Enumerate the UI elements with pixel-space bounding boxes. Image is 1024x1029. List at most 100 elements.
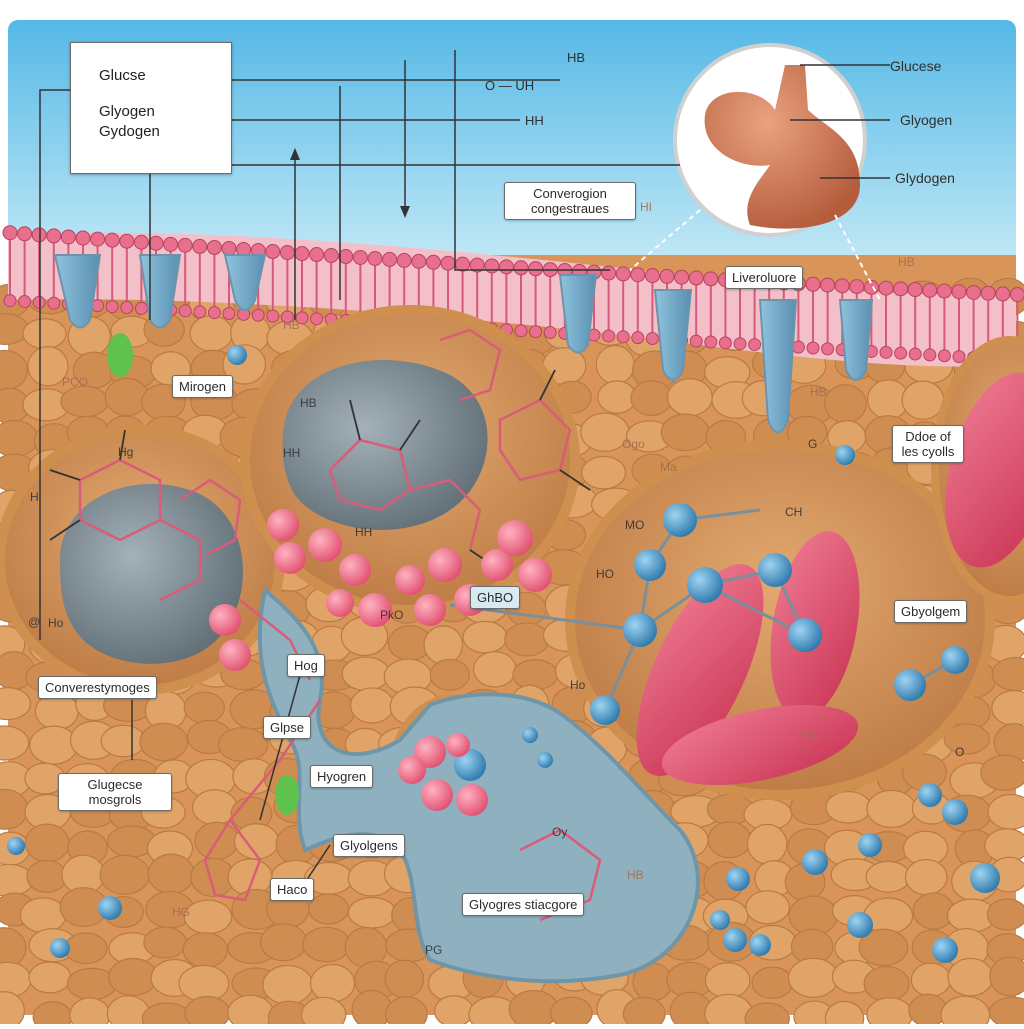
glycogen-granule-left [60,483,243,664]
pink-molecule [326,589,354,617]
tissue-cell [309,963,356,1003]
membrane-head [951,284,967,300]
blue-molecule [454,749,486,781]
membrane-head [352,249,368,265]
tissue-cell [143,926,188,959]
tissue-cell [824,384,867,424]
tissue-cell [349,687,395,724]
membrane-head [952,350,966,364]
tissue-cell [472,651,517,688]
blue-molecule [932,937,958,963]
chem-ho: Ho [48,616,64,630]
tissue-cell [302,926,351,963]
blue-molecule [537,752,553,768]
tissue-cell [384,959,425,999]
blue-molecule [623,613,657,647]
membrane-head [119,233,135,249]
membrane-head [104,232,120,248]
membrane-head [644,268,660,284]
membrane-head [806,341,820,355]
chem-hh-center: HH [355,525,373,539]
membrane-head [630,267,646,283]
membrane-head [3,294,17,308]
tissue-cell [184,995,231,1029]
tissue-cell [227,994,274,1029]
membrane-head [251,308,265,322]
tissue-cell [746,823,788,865]
blue-molecule [687,567,723,603]
membrane-head [222,307,236,321]
tissue-cell [866,789,917,829]
pink-molecule [358,593,392,627]
tissue-cell [595,344,635,385]
membrane-head [484,258,500,274]
blue-molecule [522,727,538,743]
tissue-cell [29,725,79,765]
tissue-cell [259,923,308,962]
tissue-cell [423,625,464,665]
glpse-label: Glpse [263,716,311,739]
membrane-head [133,234,149,250]
tissue-cell [751,966,794,999]
tissue-cell [217,727,269,763]
chem-ch: CH [785,505,803,519]
membrane-head [718,336,732,350]
stomach-label-glydogen: Glydogen [895,170,955,186]
chem-mo: MO [625,518,645,532]
tissue-cell [666,378,713,417]
membrane-head [615,266,631,282]
membrane-head [528,261,544,277]
membrane-head [907,282,923,298]
membrane-head [178,304,192,318]
membrane-head [894,346,908,360]
tissue-cell [824,1000,865,1029]
chem-o-right: O [955,745,965,759]
tissue-cell [0,725,30,761]
membrane-head [309,247,325,263]
tissue-cell [27,346,69,387]
membrane-head [266,309,280,323]
tissue-cell [508,989,559,1029]
membrane-head [207,306,221,320]
tissue-cell [865,860,911,893]
blue-molecule [970,863,1000,893]
blue-molecule [227,345,247,365]
muscle-fiber-1 [636,564,764,776]
blue-molecule [788,618,822,652]
membrane-head [177,237,193,253]
blue-molecule [918,783,942,807]
chem-no: HO [596,567,614,581]
tissue-cell [262,964,314,1005]
tissue-cell [64,932,108,965]
blue-molecule [726,867,750,891]
green-cell-2 [275,775,299,815]
tissue-cell [19,897,67,934]
membrane-head [440,255,456,271]
pink-molecule [267,509,299,541]
legend-glydogen: Gydogen [99,123,160,140]
tissue-cell [630,380,673,417]
stomach-icon [704,65,860,229]
membrane-head [733,337,747,351]
liver-label: Liveroluore [725,266,804,289]
membrane-head [980,285,996,301]
tissue-cell [24,823,70,863]
blue-molecule [942,799,968,825]
pink-molecule [219,639,251,671]
membrane-head [455,256,471,272]
tissue-cell [183,691,225,724]
tissue-cell [0,990,25,1029]
hog-label: Hog [287,654,325,677]
chem-hb: HB [283,318,300,332]
membrane-head [513,260,529,276]
membrane-head [936,283,952,299]
tissue-cell [980,754,1024,791]
membrane-head [310,312,324,326]
muscle-fiber-edge [945,372,1024,568]
membrane-head [32,295,46,309]
membrane-head [498,259,514,275]
legend-glycogen: Glyogen [99,103,155,120]
membrane-head [689,334,703,348]
membrane-head [543,325,557,339]
blue-molecule [710,910,730,930]
